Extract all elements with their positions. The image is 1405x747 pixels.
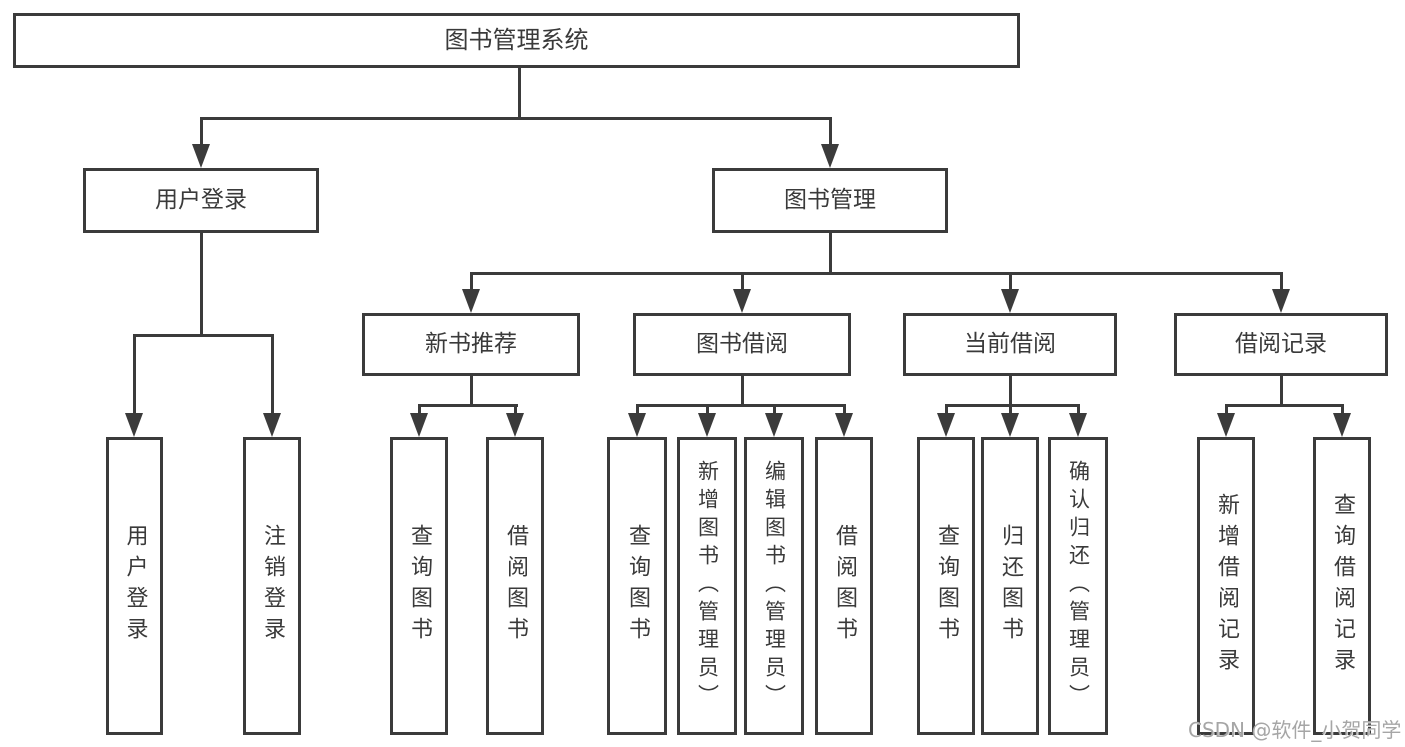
node-label: 查询图书 [625,524,650,648]
node-borrow-books-recommend: 借阅图书 [486,437,544,735]
node-book-management: 图书管理 [712,168,948,233]
node-label: 新增图书（管理员） [695,460,720,712]
csdn-watermark: CSDN @软件_小贺同学 [1188,718,1402,742]
connector-line [1280,272,1283,292]
node-confirm-return-admin: 确认归还（管理员） [1048,437,1108,735]
connector-line [773,404,776,416]
node-return-book: 归还图书 [981,437,1039,735]
connector-line [945,404,948,416]
arrowhead-down-icon [1001,289,1019,313]
connector-line [200,117,832,120]
node-borrow-books: 借阅图书 [815,437,873,735]
connector-line [636,404,639,416]
node-label: 用户登录 [122,524,148,648]
connector-line [829,233,832,275]
connector-line [418,404,518,407]
node-label: 新增借阅记录 [1214,493,1239,679]
connector-line [470,272,473,292]
arrowhead-down-icon [263,413,281,437]
node-current-borrowing: 当前借阅 [903,313,1117,376]
connector-line [945,404,1080,407]
arrowhead-down-icon [698,413,716,437]
connector-line [741,376,744,407]
node-label: 编辑图书（管理员） [762,460,787,712]
arrowhead-down-icon [1217,413,1235,437]
connector-line [1341,404,1344,416]
node-library-system: 图书管理系统 [13,13,1020,68]
node-borrow-records: 借阅记录 [1174,313,1388,376]
connector-line [470,272,1283,275]
connector-line [418,404,421,416]
connector-line [470,376,473,407]
node-query-books-borrowing: 查询图书 [607,437,667,735]
connector-line [1280,376,1283,407]
connector-line [133,334,136,416]
arrowhead-down-icon [628,413,646,437]
arrowhead-down-icon [733,289,751,313]
node-new-book-recommend: 新书推荐 [362,313,580,376]
connector-line [843,404,846,416]
connector-line [1077,404,1080,416]
arrowhead-down-icon [410,413,428,437]
arrowhead-down-icon [192,144,210,168]
connector-line [636,404,846,407]
arrowhead-down-icon [1001,413,1019,437]
arrowhead-down-icon [462,289,480,313]
node-label: 借阅图书 [832,524,857,648]
node-label: 查询图书 [934,524,959,648]
arrowhead-down-icon [1069,413,1087,437]
node-label: 查询借阅记录 [1330,493,1355,679]
connector-line [706,404,709,416]
arrowhead-down-icon [506,413,524,437]
connector-line [133,334,274,337]
node-user-login: 用户登录 [83,168,319,233]
node-label: 借阅图书 [503,524,528,648]
connector-line [1225,404,1228,416]
arrowhead-down-icon [765,413,783,437]
connector-line [1225,404,1344,407]
connector-line [271,334,274,416]
node-query-books-recommend: 查询图书 [390,437,448,735]
node-add-borrow-record: 新增借阅记录 [1197,437,1255,735]
arrowhead-down-icon [937,413,955,437]
connector-line [1009,272,1012,292]
arrowhead-down-icon [835,413,853,437]
node-label: 确认归还（管理员） [1066,460,1091,712]
node-add-book-admin: 新增图书（管理员） [677,437,737,735]
arrowhead-down-icon [125,413,143,437]
connector-line [741,272,744,292]
connector-line [1009,404,1012,416]
connector-line [200,117,203,147]
node-label: 注销登录 [260,524,285,648]
node-logout: 注销登录 [243,437,301,735]
node-edit-book-admin: 编辑图书（管理员） [744,437,804,735]
connector-line [1009,376,1012,407]
arrowhead-down-icon [1272,289,1290,313]
node-user-login-action: 用户登录 [106,437,163,735]
node-query-books-current: 查询图书 [917,437,975,735]
node-book-borrowing: 图书借阅 [633,313,851,376]
connector-line [200,233,203,337]
arrowhead-down-icon [1333,413,1351,437]
node-label: 归还图书 [998,524,1023,648]
node-query-borrow-record: 查询借阅记录 [1313,437,1371,735]
arrowhead-down-icon [821,144,839,168]
connector-line [518,68,521,120]
connector-line [829,117,832,147]
node-label: 查询图书 [407,524,432,648]
connector-line [514,404,517,416]
